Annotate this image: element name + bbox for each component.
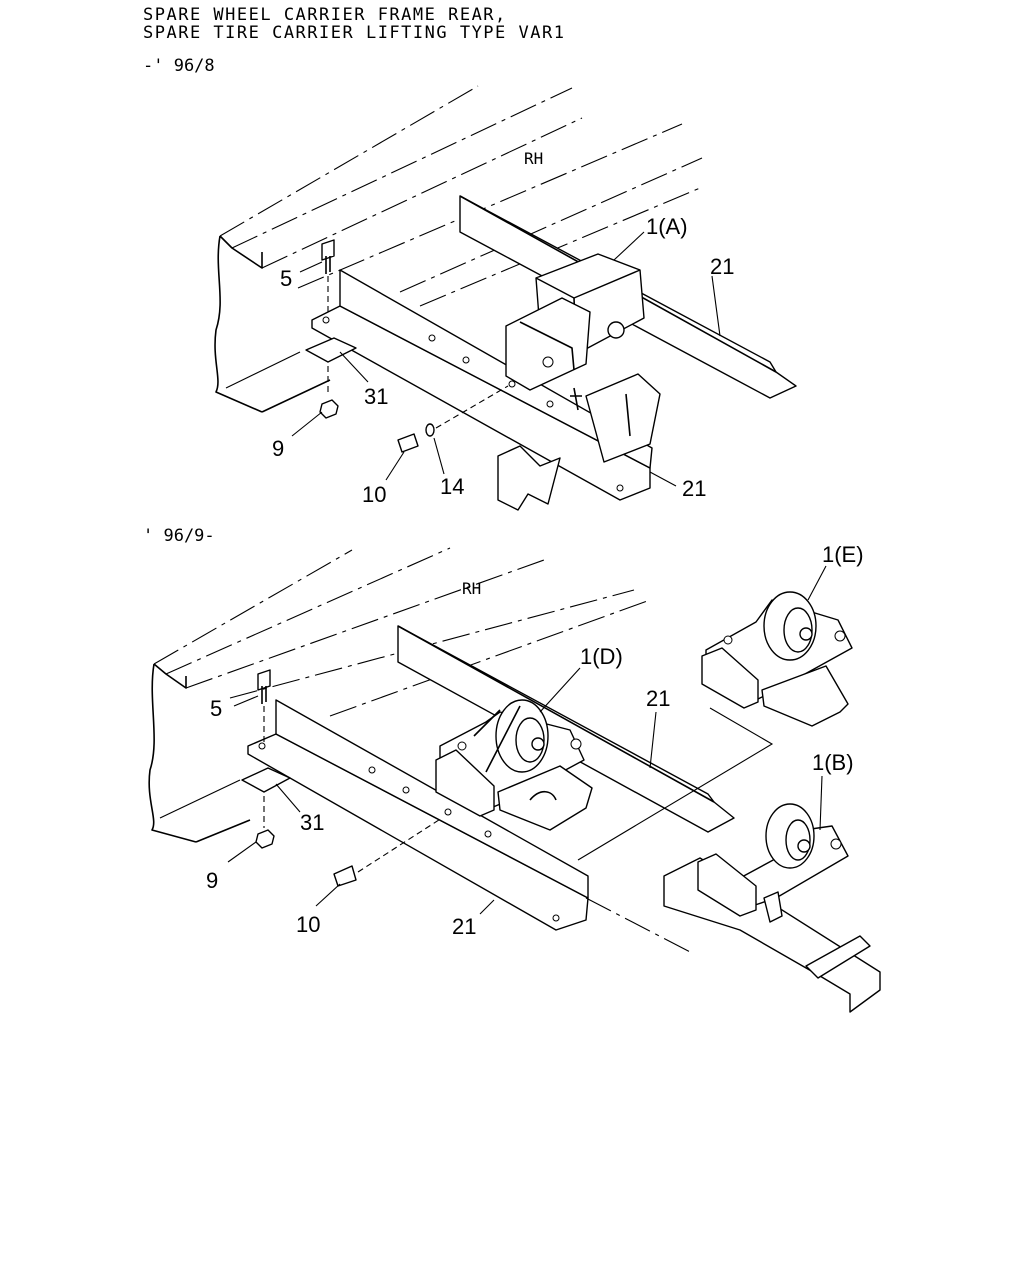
top-washer-14 (425, 423, 435, 437)
bottom-callout-1e: 1(E) (822, 542, 864, 567)
bottom-carrier-1d (435, 699, 593, 831)
bottom-bolt-5 (257, 669, 271, 828)
bottom-callout-1d: 1(D) (580, 644, 623, 669)
bottom-callout-21-upper: 21 (646, 686, 670, 711)
bottom-callout-5: 5 (210, 696, 222, 721)
top-callout-10: 10 (362, 482, 386, 507)
top-nut-9 (319, 399, 339, 419)
bottom-side-label: RH (462, 579, 481, 598)
bottom-angle-bracket-lower (247, 699, 589, 931)
top-callout-31: 31 (364, 384, 388, 409)
top-carrier-1a (497, 253, 661, 511)
bottom-carrier-1b (663, 803, 881, 1013)
bottom-carrier-1e (701, 591, 853, 727)
bottom-bolt-10 (333, 865, 357, 887)
diagram-title-line-2: SPARE TIRE CARRIER LIFTING TYPE VAR1 (143, 23, 566, 43)
top-angle-bracket-lower (311, 269, 653, 501)
bottom-nut-9 (255, 829, 275, 849)
top-callout-5: 5 (280, 266, 292, 291)
top-callout-14: 14 (440, 474, 464, 499)
top-frame-rail (214, 85, 703, 413)
top-period-label: -' 96/8 (143, 56, 215, 76)
top-bolt-5 (321, 239, 335, 394)
bottom-callout-31: 31 (300, 810, 324, 835)
bottom-callout-21-lower: 21 (452, 914, 476, 939)
top-bolt-10 (397, 433, 419, 453)
bottom-assembly: RH 1(E) 1(D) 21 1(B) 5 31 9 10 21 (148, 542, 881, 1013)
bottom-callout-9: 9 (206, 868, 218, 893)
top-spacer-31 (305, 337, 357, 363)
top-callout-9: 9 (272, 436, 284, 461)
top-callout-1a: 1(A) (646, 214, 688, 239)
bottom-callout-1b: 1(B) (812, 750, 854, 775)
diagram-title-line-1: SPARE WHEEL CARRIER FRAME REAR, (143, 5, 507, 25)
bottom-callout-10: 10 (296, 912, 320, 937)
bottom-period-label: ' 96/9- (143, 526, 215, 546)
bottom-frame-rail (148, 547, 651, 843)
top-side-label: RH (524, 149, 543, 168)
top-callout-21-upper: 21 (710, 254, 734, 279)
top-assembly: RH 1(A) 21 5 31 9 10 14 21 (214, 85, 797, 511)
bottom-spacer-31 (241, 767, 291, 793)
top-callout-21-lower: 21 (682, 476, 706, 501)
